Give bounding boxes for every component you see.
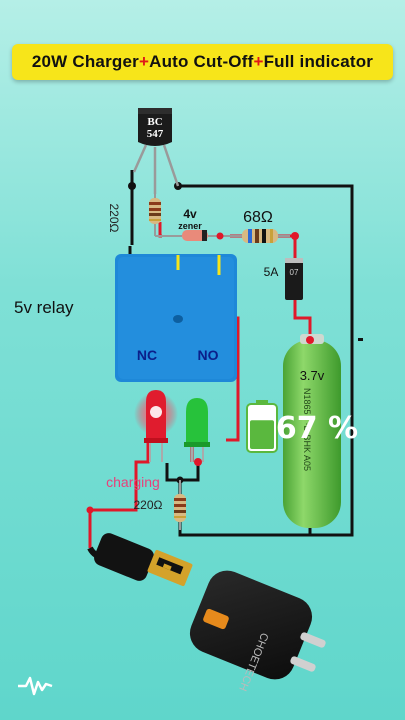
diode-5a: 07 [285, 258, 303, 300]
nc-label: NC [137, 347, 157, 363]
battery-percent-label: 67 % [276, 411, 358, 446]
battery-level-icon [246, 400, 278, 453]
resistor-base [149, 192, 174, 237]
wall-charger-icon: CHOETECH [189, 570, 326, 693]
battery-voltage-label: 3.7v [300, 368, 325, 383]
edge-mark [358, 338, 363, 341]
resistor-led [174, 480, 186, 530]
transistor-label-2: 547 [147, 128, 164, 140]
resistor-68 [224, 229, 290, 243]
transistor-bc547: BC 547 [132, 108, 180, 194]
title-plus-1: + [138, 52, 150, 71]
relay-label: 5v relay [14, 298, 74, 317]
battery-18650 [283, 334, 341, 528]
zener-diode [172, 230, 224, 241]
green-led [184, 398, 210, 462]
r-base-label: 220Ω [107, 204, 121, 233]
title-plus-2: + [253, 52, 264, 71]
title-part-1: 20W Charger [31, 52, 139, 71]
charging-label: charging [106, 474, 160, 490]
diode-rating-label: 5A [264, 265, 279, 279]
usb-plug-icon [94, 533, 193, 587]
transistor-label-1: BC [147, 116, 162, 128]
battery-print-label: N1865 · ·D BHK A05 [302, 388, 312, 471]
r-led-label: 220Ω [134, 498, 163, 512]
title-part-2: Auto Cut-Off [149, 52, 254, 71]
title-banner: 20W Charger+Auto Cut-Off+Full indicator [12, 44, 393, 80]
relay-5v [115, 254, 237, 382]
title-part-3: Full indicator [263, 52, 374, 71]
red-led [134, 390, 178, 462]
diode-mark: 07 [290, 268, 299, 277]
signature-logo-icon [18, 676, 53, 696]
zener-name-label: zener [178, 221, 202, 231]
no-label: NO [198, 347, 219, 363]
r-series-label: 68Ω [243, 209, 273, 226]
zener-value-label: 4v [183, 207, 197, 221]
